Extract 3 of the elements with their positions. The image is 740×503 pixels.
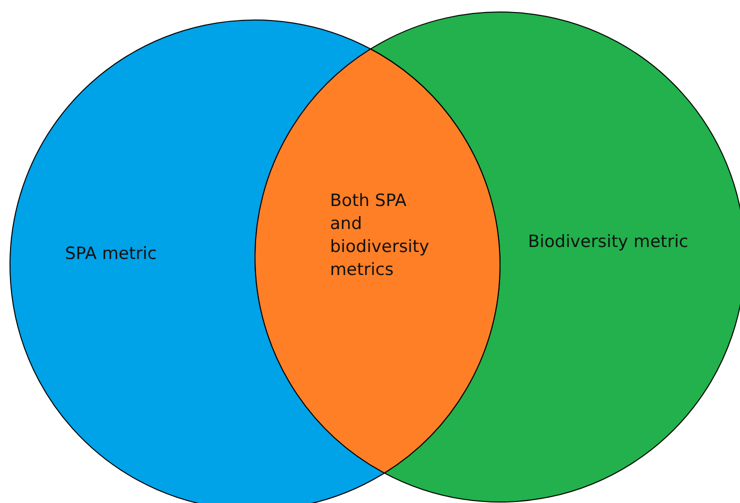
region-label: Biodiversity metric bbox=[528, 231, 690, 254]
region-label: Both SPA and biodiversity metrics bbox=[330, 190, 430, 282]
region-label: SPA metric bbox=[65, 243, 158, 266]
